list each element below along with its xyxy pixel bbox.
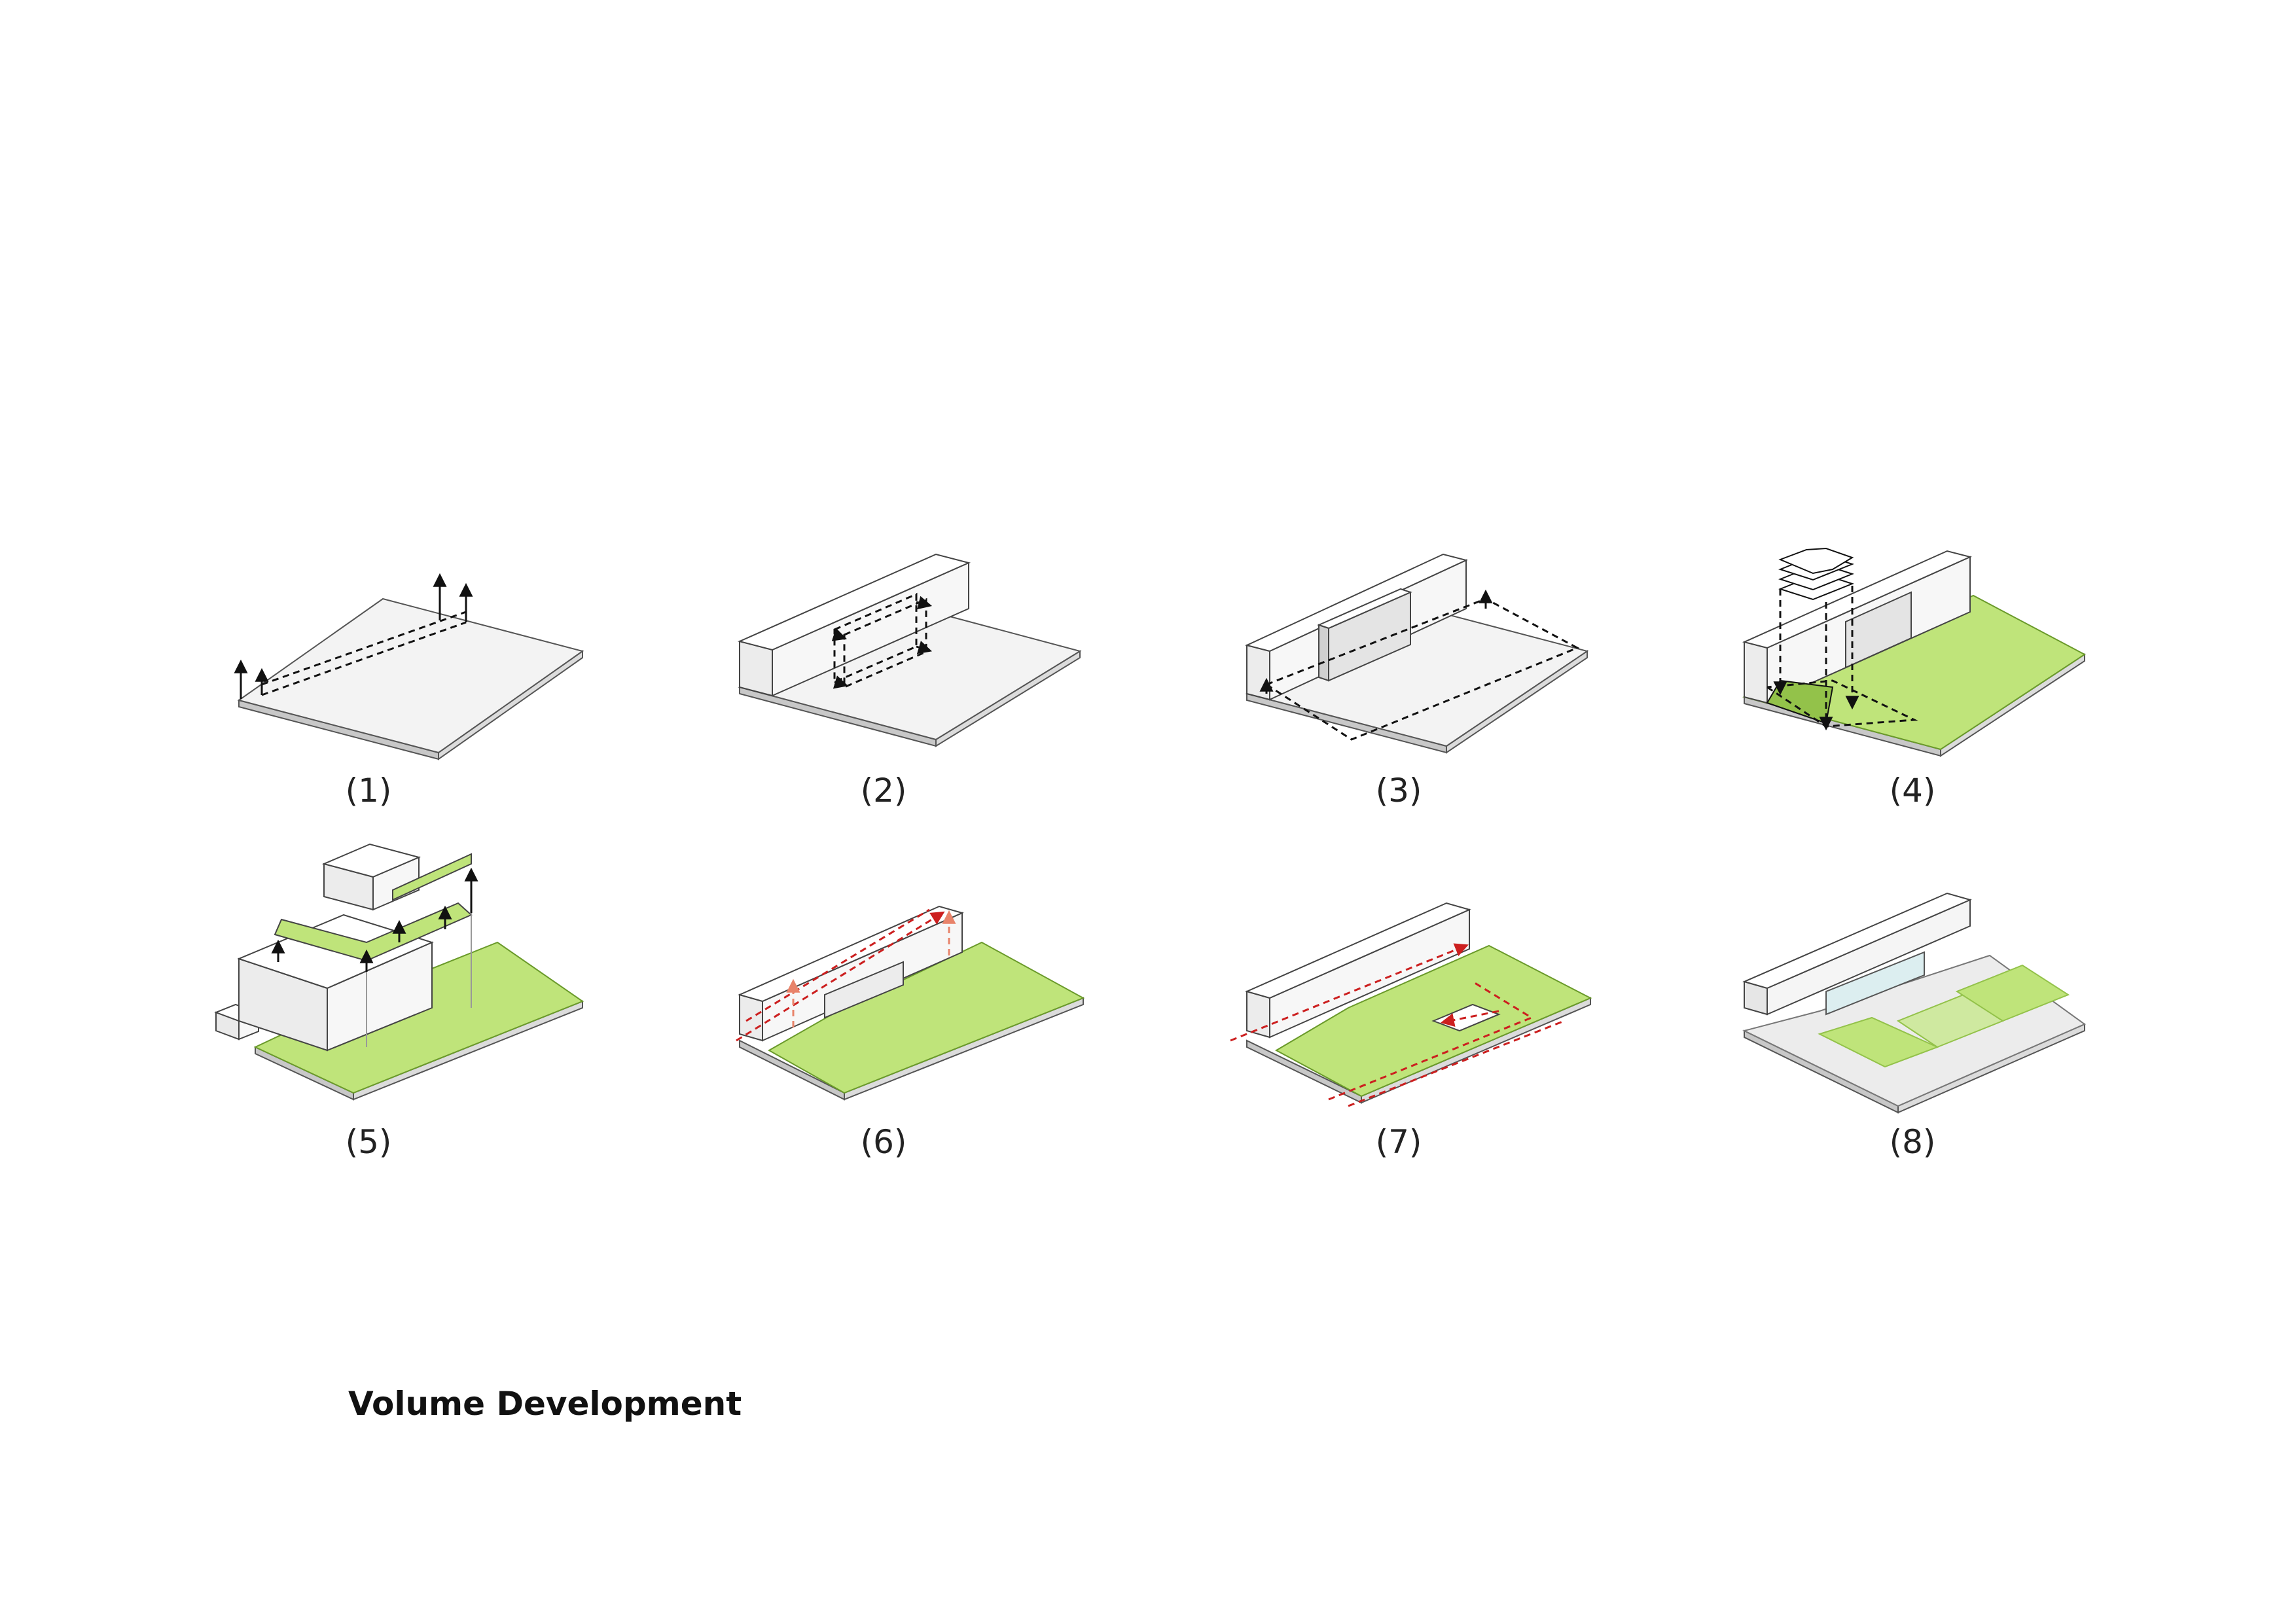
push-arrow (916, 596, 933, 610)
step-2-diagram: (2) (737, 553, 1082, 810)
step-label: (8) (1890, 1123, 1936, 1161)
step-6-diagram: (6) (736, 905, 1085, 1161)
building-volume-top (1245, 902, 1471, 999)
push-arrow (916, 641, 933, 654)
upper-block (321, 843, 422, 878)
building-volume-top (738, 905, 964, 1003)
step-4-diagram: (4) (1742, 547, 2086, 810)
building-volume-top (1742, 550, 1973, 649)
building-volume-top (1742, 892, 1972, 990)
step-label: (5) (346, 1123, 392, 1161)
step-label: (4) (1890, 772, 1936, 810)
circulation-arrow (736, 911, 945, 1042)
step-3-diagram: (3) (1245, 553, 1589, 810)
protruding-block (1845, 591, 1912, 669)
lower-wing (824, 961, 904, 1019)
circulation-arrow (1348, 1020, 1565, 1107)
dashed-guide (261, 611, 467, 686)
step-label: (3) (1376, 772, 1422, 810)
step-5-diagram: (5) (214, 843, 584, 1161)
step-8-diagram: (8) (1742, 892, 2087, 1161)
step-label: (2) (861, 772, 907, 810)
step-7-diagram: (7) (1230, 902, 1592, 1161)
dashed-guide (261, 621, 467, 696)
circulation-arrow (1440, 1010, 1499, 1027)
dashed-path (1266, 597, 1486, 686)
building-volume-front (1246, 990, 1270, 1039)
building-volume-top (1245, 553, 1468, 652)
step-label: (1) (346, 772, 392, 810)
glazed-facade (1825, 951, 1925, 1016)
protruding-block-side (1318, 624, 1329, 682)
push-arrow (833, 675, 849, 689)
dashed-footprint (1767, 679, 1918, 728)
circulation-arrow (1230, 943, 1469, 1042)
building-volume-front (739, 640, 773, 697)
building-volume-front (1744, 641, 1768, 704)
page-title: Volume Development (348, 1385, 742, 1423)
push-arrow (831, 628, 847, 641)
step-label: (7) (1376, 1123, 1422, 1161)
step-1-diagram: (1) (234, 573, 584, 810)
extrusion-dashed-box (833, 592, 918, 684)
green-terraces (1955, 964, 2070, 1022)
dashed-path (1266, 597, 1580, 741)
building-volume-top (737, 553, 971, 651)
stacked-plates (1778, 547, 1854, 601)
circulation-arrow (745, 908, 930, 1022)
circulation-arrow (1328, 980, 1534, 1101)
top-green-strip (392, 853, 472, 901)
step-label: (6) (861, 1123, 907, 1161)
extrusion-dashed-box (843, 597, 927, 689)
site-slab (237, 597, 584, 754)
